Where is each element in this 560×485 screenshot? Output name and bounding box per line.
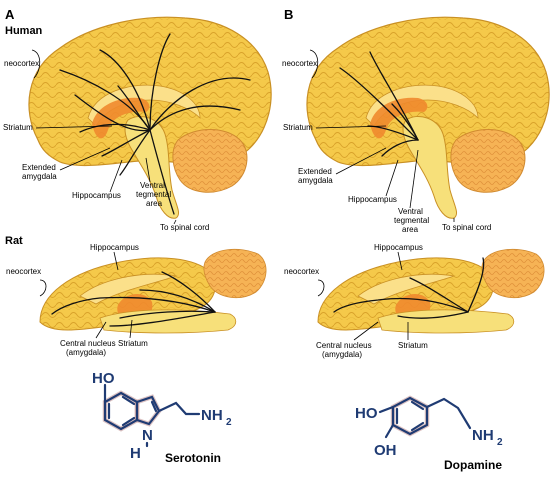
- human-brain-dopamine: neocortex Striatum Extended amygdala Hip…: [282, 16, 550, 234]
- rat-hippocampus: [357, 273, 456, 305]
- rat-label-neocortex: neocortex: [6, 267, 41, 276]
- dopamine-structure: HO OH NH 2 Dopamine: [355, 395, 503, 472]
- label-extended-amygdala: Extended: [22, 163, 56, 172]
- human-brain-serotonin: neocortex Striatum Extended amygdala Hip…: [3, 16, 272, 232]
- label-ventral-tegmental-line3: area: [146, 199, 163, 208]
- label-striatum: Striatum: [283, 123, 313, 132]
- serotonin-ho: HO: [92, 370, 115, 387]
- label-neocortex: neocortex: [282, 59, 317, 68]
- rat-brain-serotonin: neocortex Hippocampus Central nucleus (a…: [6, 243, 267, 357]
- dopamine-amine: NH: [472, 427, 494, 444]
- rat-cerebellum: [203, 248, 267, 299]
- serotonin-amine-subscript: 2: [226, 417, 232, 428]
- rat-hippocampus: [79, 273, 178, 305]
- brainstem: [124, 116, 179, 219]
- dopamine-oh-1: HO: [355, 405, 378, 422]
- serotonin-projections: [59, 33, 251, 215]
- label-hippocampus: Hippocampus: [348, 195, 397, 204]
- label-hippocampus: Hippocampus: [72, 191, 121, 200]
- label-striatum: Striatum: [3, 123, 33, 132]
- label-ventral-tegmental: Ventral: [140, 181, 165, 190]
- serotonin-structure: HO N H NH 2 Serotonin: [92, 370, 232, 465]
- label-extended-amygdala: Extended: [298, 167, 332, 176]
- rat-label-striatum: Striatum: [398, 341, 428, 350]
- rat-neocortex-brace: [317, 279, 325, 297]
- label-ventral-tegmental: Ventral: [398, 207, 423, 216]
- serotonin-ring-h: H: [130, 445, 141, 462]
- rat-label-central-nucleus: Central nucleus: [60, 339, 116, 348]
- rat-cerebellum: [481, 248, 545, 299]
- rat-brainstem: [99, 309, 237, 334]
- dopamine-name: Dopamine: [444, 458, 502, 472]
- cerebellum: [172, 129, 248, 193]
- serotonin-name: Serotonin: [165, 451, 221, 465]
- rat-dopamine-projections: [333, 257, 485, 319]
- label-spinal-cord: To spinal cord: [442, 223, 491, 232]
- rat-label-central-nucleus-line2: (amygdala): [322, 350, 362, 359]
- dopamine-oh-2: OH: [374, 442, 397, 459]
- limbic-region: [92, 97, 150, 139]
- rat-label-neocortex: neocortex: [284, 267, 319, 276]
- rat-label-striatum: Striatum: [118, 339, 148, 348]
- rat-label-central-nucleus: Central nucleus: [316, 341, 372, 350]
- rat-label-central-nucleus-line2: (amygdala): [66, 348, 106, 357]
- cerebellum: [450, 129, 526, 193]
- label-extended-amygdala-line2: amygdala: [298, 176, 333, 185]
- dopamine-amine-subscript: 2: [497, 437, 503, 448]
- rat-neocortex-brace: [39, 279, 47, 297]
- rat-serotonin-projections: [51, 271, 216, 327]
- panel-label-b: B: [284, 7, 293, 22]
- serotonin-amine: NH: [201, 407, 223, 424]
- neocortex-brace: [309, 49, 319, 79]
- serotonin-ring-n: N: [142, 427, 153, 444]
- dopamine-side-chain: [425, 397, 472, 430]
- rat-label-hippocampus: Hippocampus: [90, 243, 139, 252]
- rat-brain-dopamine: neocortex Hippocampus Central nucleus (a…: [284, 243, 545, 359]
- panel-label-a: A: [5, 7, 15, 22]
- label-ventral-tegmental-line3: area: [402, 225, 419, 234]
- dopamine-projections: [339, 51, 419, 157]
- serotonin-side-chain: [157, 401, 201, 416]
- label-ventral-tegmental-line2: tegmental: [136, 190, 171, 199]
- label-ventral-tegmental-line2: tegmental: [394, 216, 429, 225]
- neocortex-brace: [31, 49, 41, 79]
- label-neocortex: neocortex: [4, 59, 39, 68]
- rat-label-hippocampus: Hippocampus: [374, 243, 423, 252]
- label-spinal-cord: To spinal cord: [160, 223, 209, 232]
- species-label-human: Human: [5, 25, 43, 37]
- rat-brainstem: [377, 309, 515, 334]
- species-label-rat: Rat: [5, 235, 23, 247]
- label-extended-amygdala-line2: amygdala: [22, 172, 57, 181]
